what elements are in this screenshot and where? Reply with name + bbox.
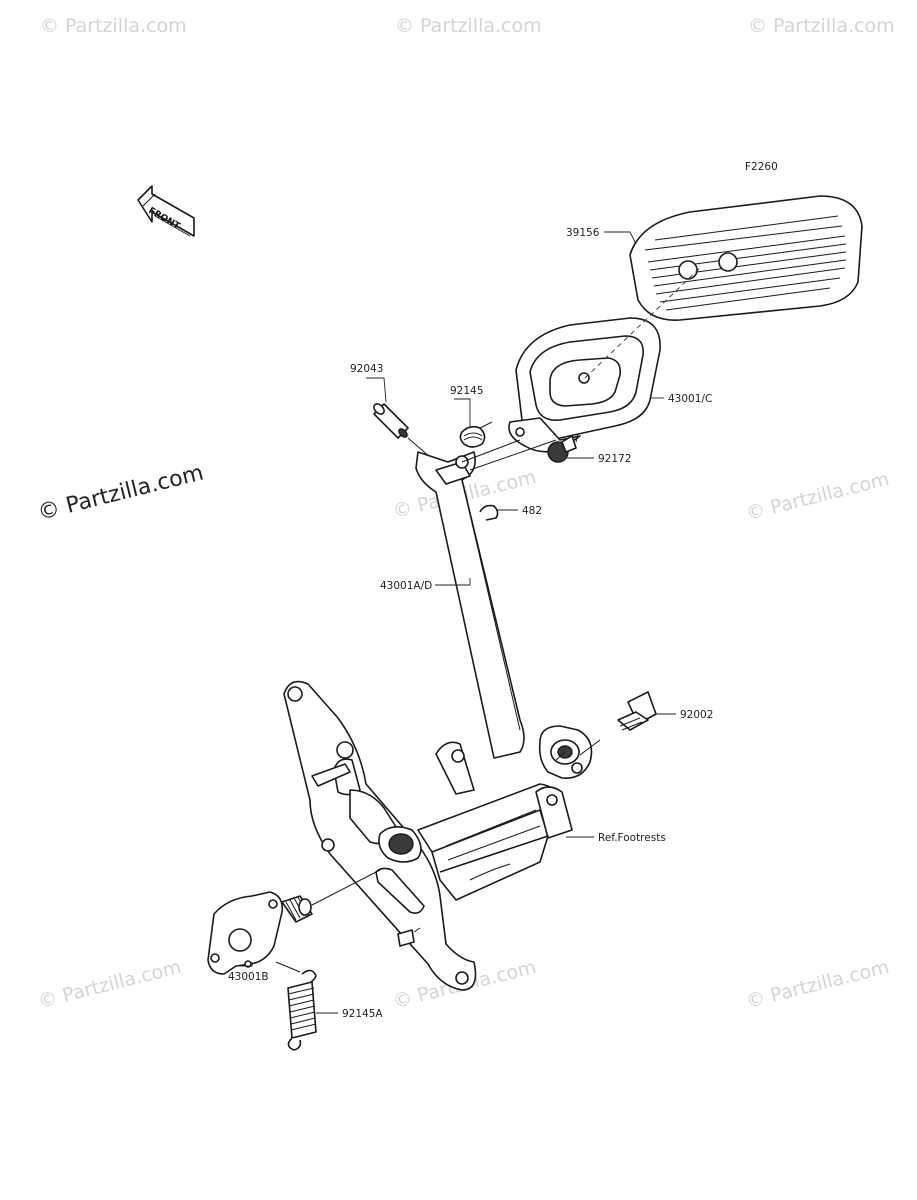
watermark: © Partzilla.com — [36, 956, 184, 1013]
watermark-main: © Partzilla.com — [35, 460, 206, 525]
return-spring-small — [459, 421, 493, 448]
callout-43001b[interactable]: 43001B — [228, 971, 269, 983]
watermark: © Partzilla.com — [748, 15, 895, 37]
watermark: © Partzilla.com — [40, 15, 187, 37]
callouts: 39156 92043 92145 43001/C 92172 482 4300… — [228, 227, 713, 1020]
callout-92145a[interactable]: 92145A — [342, 1008, 383, 1020]
callout-ref-footrests[interactable]: Ref.Footrests — [598, 832, 666, 844]
pad-bolt — [547, 433, 579, 463]
callout-92145[interactable]: 92145 — [450, 385, 483, 397]
front-arrow-icon: FRONT — [137, 185, 195, 237]
return-spring-large — [275, 961, 317, 1051]
retaining-clip — [479, 504, 499, 521]
callout-92172[interactable]: 92172 — [598, 453, 631, 465]
watermark: © Partzilla.com — [744, 956, 892, 1013]
diagram-code: F2260 — [745, 161, 778, 173]
callout-92043[interactable]: 92043 — [350, 363, 383, 375]
watermark: © Partzilla.com — [395, 15, 542, 37]
callout-43001c[interactable]: 43001/C — [668, 393, 712, 405]
leader-lines — [238, 231, 676, 1014]
footrest-bracket — [283, 680, 573, 991]
pedal-pad-holder — [508, 267, 701, 453]
arm-bolt — [579, 691, 657, 756]
pedal-pad-rubber — [629, 195, 863, 321]
callout-482[interactable]: 482 — [522, 505, 542, 517]
callout-39156[interactable]: 39156 — [566, 227, 600, 239]
callout-92002[interactable]: 92002 — [680, 709, 713, 721]
callout-43001ad[interactable]: 43001A/D — [380, 580, 432, 592]
watermark: © Partzilla.com — [744, 468, 892, 525]
pedal-shaft-lever — [207, 869, 381, 975]
